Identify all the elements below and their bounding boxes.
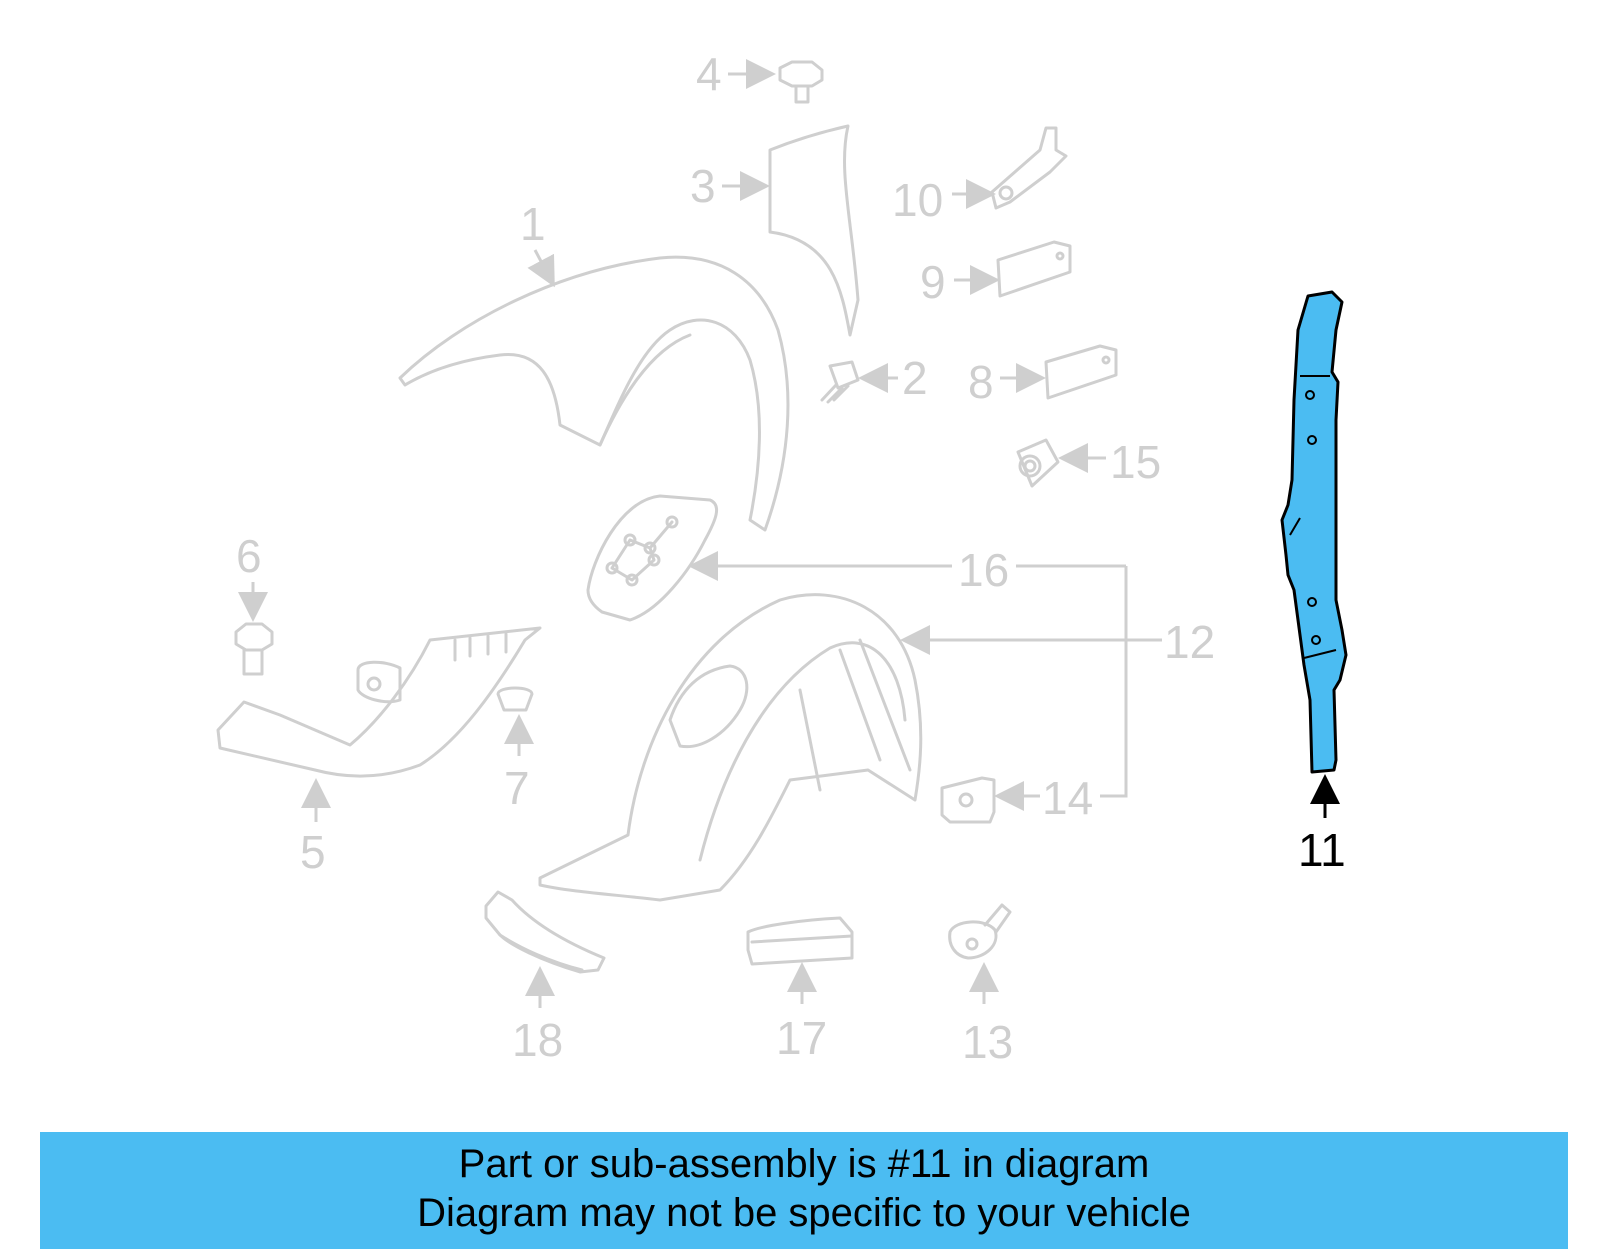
callout-17: 17 [776, 1012, 827, 1064]
callout-14: 14 [1042, 772, 1093, 824]
part-16-panel [586, 494, 719, 622]
part-17-pad [746, 916, 854, 966]
callout-5: 5 [300, 826, 326, 878]
callout-14-12-bracket-line [1100, 566, 1128, 798]
part-3-seal [768, 124, 860, 337]
part-10-bracket [990, 126, 1068, 210]
callout-10: 10 [892, 174, 943, 226]
part-8-bracket [1044, 344, 1118, 400]
part-13-screw [948, 903, 1012, 960]
part-2-screw [820, 360, 860, 404]
callout-1: 1 [520, 198, 546, 250]
callout-1-arrow [527, 249, 555, 288]
banner-line-1: Part or sub-assembly is #11 in diagram [458, 1142, 1150, 1186]
callout-12: 12 [1164, 616, 1215, 668]
part-6-bolt [234, 622, 274, 676]
callout-3: 3 [690, 160, 716, 212]
callout-15: 15 [1110, 436, 1161, 488]
part-12-liner [538, 593, 923, 902]
callout-6: 6 [236, 530, 262, 582]
callout-11: 11 [1298, 824, 1346, 876]
callout-16: 16 [958, 544, 1009, 596]
info-banner: Part or sub-assembly is #11 in diagram D… [40, 1132, 1568, 1249]
callout-9: 9 [920, 256, 946, 308]
part-7-nut [496, 686, 534, 712]
callout-2: 2 [902, 352, 928, 404]
part-14-clip [940, 776, 996, 824]
part-18-strip [484, 890, 606, 974]
callout-18: 18 [512, 1014, 563, 1066]
callout-7: 7 [504, 762, 530, 814]
callout-13: 13 [962, 1016, 1013, 1068]
part-1-fender [398, 255, 790, 532]
banner-line-2: Diagram may not be specific to your vehi… [417, 1191, 1191, 1235]
part-11-highlighted [1280, 290, 1348, 774]
callout-4: 4 [696, 48, 722, 100]
callout-8: 8 [968, 356, 994, 408]
part-9-bracket [996, 240, 1072, 298]
part-5-bracket [216, 626, 542, 778]
part-4-bolt [778, 60, 824, 104]
part-15-grommet [1016, 438, 1060, 488]
